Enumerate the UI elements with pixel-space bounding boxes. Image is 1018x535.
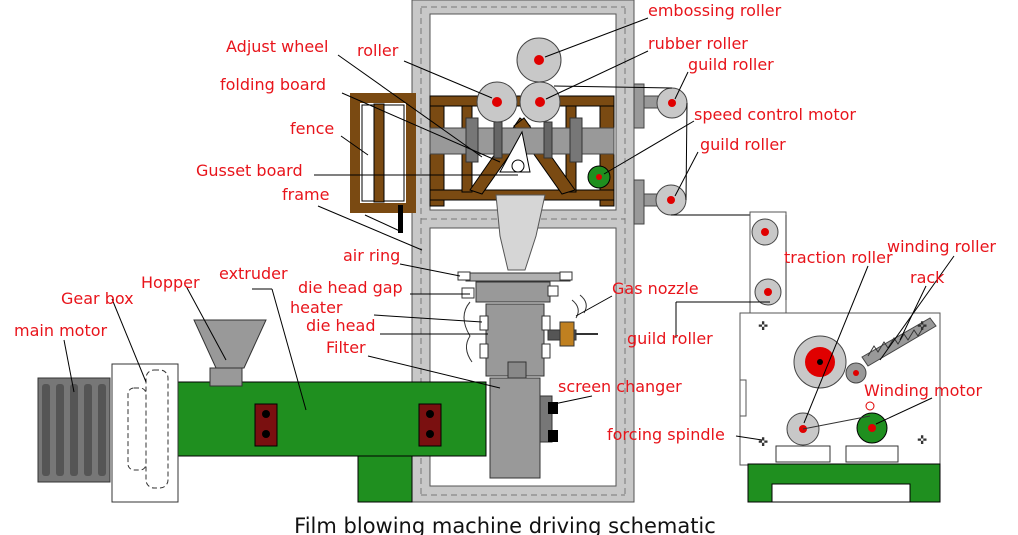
gear-box <box>111 363 179 503</box>
label-die-head: die head <box>306 316 375 335</box>
label-guild-roller-top: guild roller <box>688 55 774 74</box>
winding-unit: ✜ ✜ ✜ ✜ <box>739 211 941 503</box>
svg-text:✜: ✜ <box>917 319 927 333</box>
label-guild-roller-low: guild roller <box>627 329 713 348</box>
label-folding-board: folding board <box>220 75 326 94</box>
label-hopper: Hopper <box>141 273 200 292</box>
label-heater: heater <box>290 298 343 317</box>
label-die-head-gap: die head gap <box>298 278 403 297</box>
label-fence: fence <box>290 119 334 138</box>
label-roller: roller <box>357 41 399 60</box>
label-rubber-roller: rubber roller <box>648 34 748 53</box>
svg-text:✜: ✜ <box>917 433 927 447</box>
guide-roller-assembly <box>553 83 760 225</box>
label-embossing-roller: embossing roller <box>648 1 782 20</box>
label-frame: frame <box>282 185 329 204</box>
label-gusset-board: Gusset board <box>196 161 303 180</box>
labels: embossing roller Adjust wheel roller rub… <box>14 1 996 444</box>
diagram-title: Film blowing machine driving schematic <box>294 514 716 535</box>
label-screen-changer: screen changer <box>558 377 682 396</box>
screen-changer-shape <box>489 377 558 479</box>
svg-text:✜: ✜ <box>758 319 768 333</box>
hopper <box>193 319 267 387</box>
rubber-roller-shape <box>519 81 561 123</box>
speed-control-motor-shape <box>587 165 611 189</box>
embossing-roller-shape <box>516 37 562 83</box>
label-adjust-wheel: Adjust wheel <box>226 37 328 56</box>
label-forcing-spindle: forcing spindle <box>607 425 725 444</box>
label-gas-nozzle: Gas nozzle <box>612 279 699 298</box>
label-filter: Filter <box>326 338 366 357</box>
leader-lines <box>63 17 955 441</box>
svg-text:✜: ✜ <box>758 435 768 449</box>
label-air-ring: air ring <box>343 246 400 265</box>
label-traction-roller: traction roller <box>784 248 893 267</box>
label-speed-control-motor: speed control motor <box>694 105 856 124</box>
label-main-motor: main motor <box>14 321 108 340</box>
label-gear-box: Gear box <box>61 289 134 308</box>
label-rack: rack <box>910 268 945 287</box>
die-head-assembly <box>457 271 598 381</box>
label-guild-roller-mid: guild roller <box>700 135 786 154</box>
extruder-body <box>177 381 487 503</box>
main-motor <box>37 377 111 483</box>
label-extruder: extruder <box>219 264 288 283</box>
label-winding-roller: winding roller <box>887 237 996 256</box>
film-bubble <box>495 194 546 271</box>
roller-shape <box>476 81 518 123</box>
label-winding-motor: Winding motor <box>864 381 982 400</box>
